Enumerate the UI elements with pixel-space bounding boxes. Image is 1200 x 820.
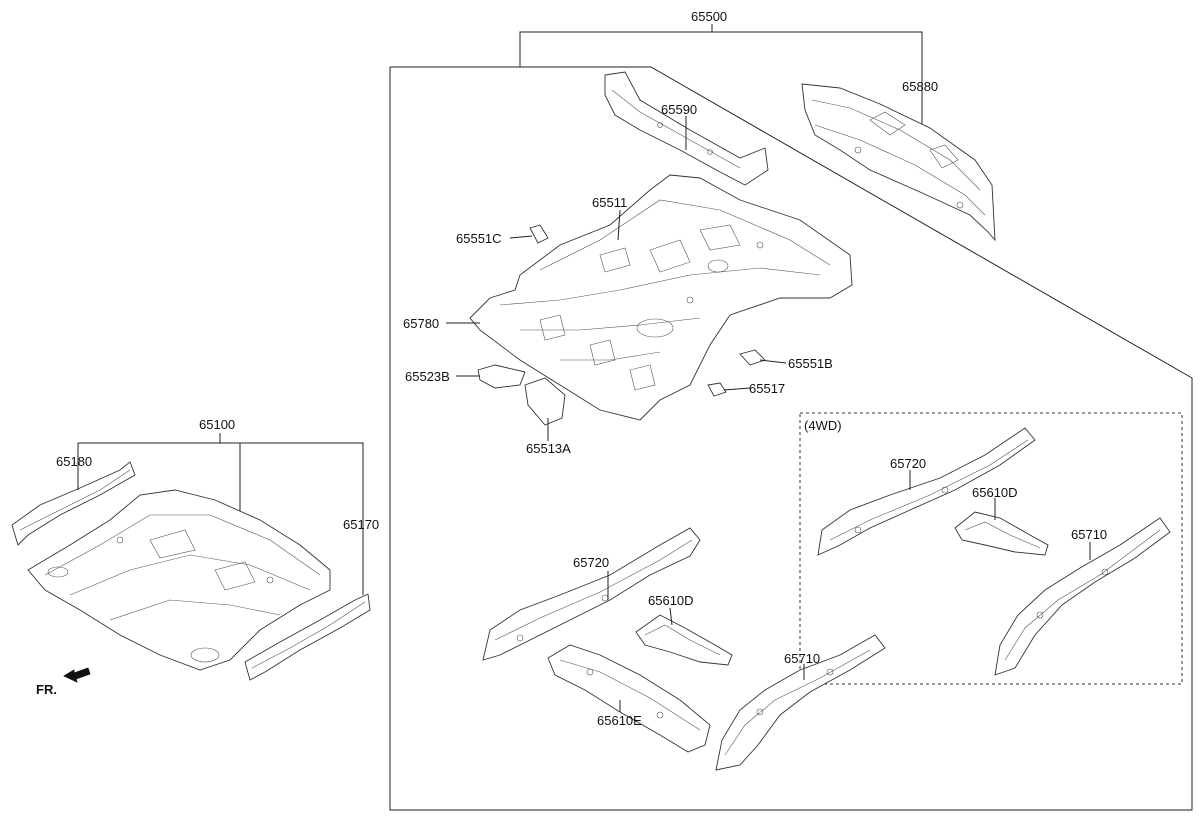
label-65551C: 65551C: [456, 231, 502, 246]
label-4wd-65610D: 65610D: [972, 485, 1018, 500]
label-65590: 65590: [661, 102, 697, 117]
part-65551C: [529, 224, 549, 244]
part-65551B: [739, 349, 766, 366]
front-label: FR.: [36, 682, 57, 697]
label-65513A: 65513A: [526, 441, 571, 456]
part-4wd-65710: [994, 517, 1171, 676]
leader-lines: [77, 116, 1091, 712]
label-65710: 65710: [784, 651, 820, 666]
part-labels: 65500 65880 65590 65511 65551C 65780 655…: [56, 9, 1107, 728]
part-65880: [801, 83, 996, 242]
label-65780: 65780: [403, 316, 439, 331]
part-65513A: [524, 377, 566, 426]
part-65720: [482, 527, 701, 661]
part-4wd-65610D: [954, 511, 1049, 556]
label-65517: 65517: [749, 381, 785, 396]
part-65523B: [477, 364, 526, 389]
part-65610E: [547, 644, 711, 753]
label-65720: 65720: [573, 555, 609, 570]
label-65511: 65511: [592, 195, 627, 210]
part-65511-rear-floor: [469, 174, 853, 421]
label-65880: 65880: [902, 79, 938, 94]
group-65500-frame: [389, 24, 1193, 811]
label-65610E: 65610E: [597, 713, 642, 728]
label-4wd: (4WD): [804, 418, 842, 433]
part-65710: [715, 634, 886, 771]
part-65180: [11, 461, 136, 546]
label-65100: 65100: [199, 417, 235, 432]
label-65610D: 65610D: [648, 593, 694, 608]
label-4wd-65720: 65720: [890, 456, 926, 471]
front-direction: FR.: [36, 667, 91, 697]
label-65500: 65500: [691, 9, 727, 24]
label-65551B: 65551B: [788, 356, 833, 371]
arrow-left-icon: [63, 667, 91, 683]
part-65610D: [635, 614, 733, 666]
label-4wd-65710: 65710: [1071, 527, 1107, 542]
part-4wd-65720: [817, 427, 1036, 556]
part-65100: [27, 489, 331, 671]
label-65170: 65170: [343, 517, 379, 532]
4wd-dashed-box: [799, 412, 1183, 685]
label-65180: 65180: [56, 454, 92, 469]
label-65523B: 65523B: [405, 369, 450, 384]
part-65170: [244, 593, 371, 681]
part-65517: [707, 382, 727, 397]
